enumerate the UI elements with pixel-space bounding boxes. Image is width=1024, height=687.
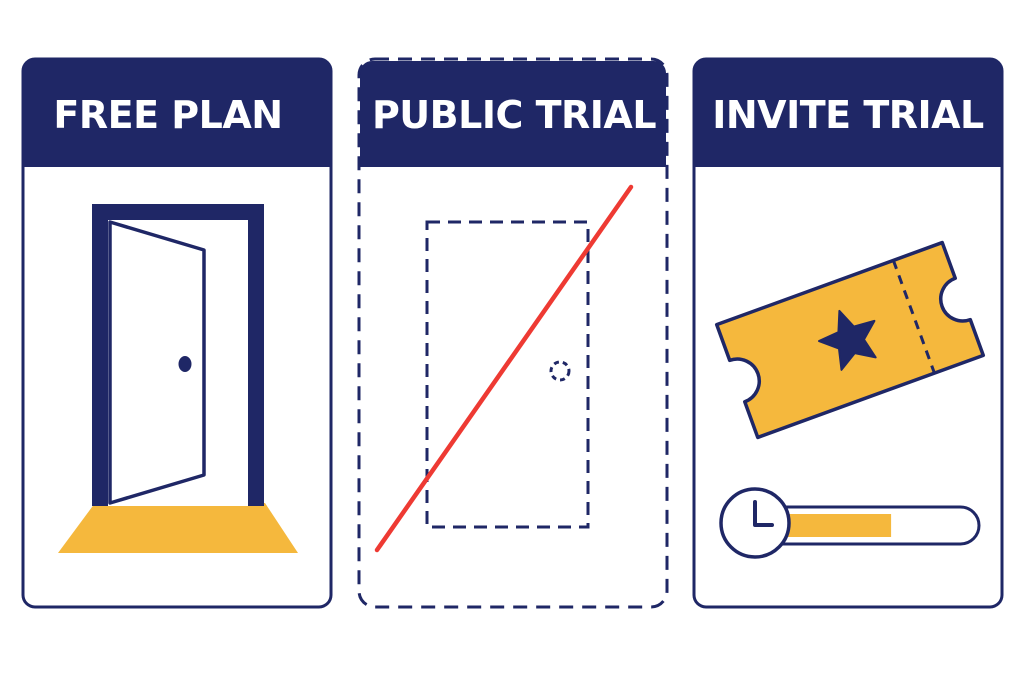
door-leaf — [108, 220, 206, 505]
door-mat — [58, 503, 298, 553]
red-strike-line — [374, 184, 634, 553]
free-plan-card: FREE PLAN — [21, 57, 333, 609]
time-limit-indicator — [719, 487, 981, 559]
door-knob — [178, 356, 192, 372]
public-trial-header — [360, 61, 666, 167]
public-trial-card-frame — [357, 57, 669, 609]
time-bar-fill — [761, 514, 892, 537]
open-door-icon — [58, 204, 298, 553]
dashed-door-outline — [425, 220, 590, 529]
ticket-star-icon — [714, 240, 986, 440]
clock-hands — [753, 500, 774, 527]
free-plan-title: FREE PLAN — [53, 93, 282, 137]
ticket-star-icon-star — [817, 309, 877, 371]
ticket-perforation — [891, 259, 936, 374]
invite-trial-title: INVITE TRIAL — [712, 93, 984, 137]
public-trial-card: PUBLIC TRIAL — [357, 57, 669, 609]
free-plan-header — [23, 59, 331, 167]
invite-trial-header — [694, 59, 1002, 167]
dashed-door-knob — [549, 360, 571, 382]
invite-trial-card: INVITE TRIAL — [692, 57, 1004, 609]
crossed-out-dashed-door-icon — [374, 184, 634, 553]
public-trial-title: PUBLIC TRIAL — [372, 93, 656, 137]
